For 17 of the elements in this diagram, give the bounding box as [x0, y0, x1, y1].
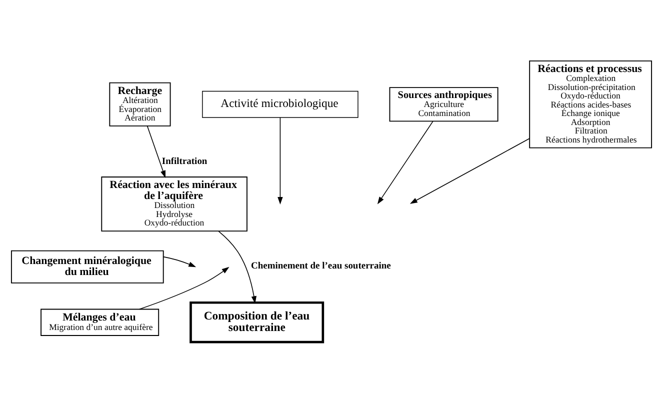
- node-box: Composition de l’eau souterraine: [190, 300, 324, 343]
- node-box: Mélanges d’eau Migration d’un autre aquifère: [40, 308, 160, 336]
- arrow: [218, 230, 257, 304]
- arrow: [146, 125, 166, 178]
- arrow: [163, 256, 196, 267]
- node-box: Réactions et processus Complexation Dissolution-précipitation Oxydo-réduction Réactions acides-bases Échange ionique Adsorption Filtration Réactions hydrothermales: [529, 60, 652, 148]
- node-box: Recharge Altération Évaporation Aération: [109, 82, 171, 126]
- node-box: Sources anthropiques Agriculture Contamination: [389, 86, 498, 122]
- arrow: [138, 266, 230, 310]
- node-box: Changement minéralogique du milieu: [10, 250, 164, 283]
- node-box: Activité microbiologique: [202, 90, 358, 118]
- node-box: Réaction avec les minéraux de l’aquifère Dissolution Hydrolyse Oxydo-réduction: [101, 176, 248, 232]
- edge-label: Infiltration: [162, 156, 208, 167]
- arrow: [278, 116, 283, 204]
- edge-label: Cheminement de l’eau souterraine: [250, 261, 391, 272]
- arrow: [377, 120, 434, 204]
- arrow: [410, 138, 530, 204]
